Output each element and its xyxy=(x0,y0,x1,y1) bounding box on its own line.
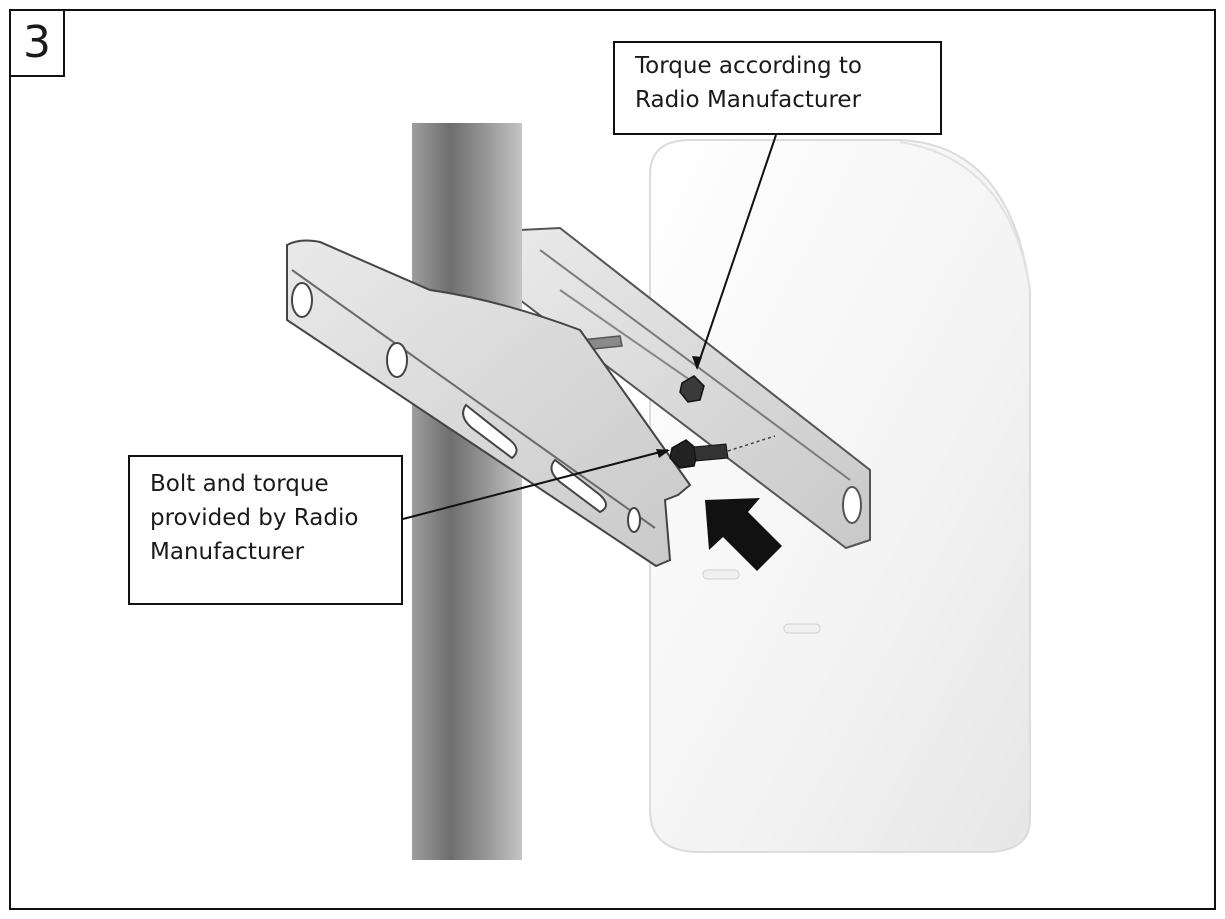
bolt-callout-line-2: provided by Radio xyxy=(150,505,359,531)
pole xyxy=(412,123,522,860)
torque-callout-line-2: Radio Manufacturer xyxy=(635,87,862,113)
torque-callout: Torque according to Radio Manufacturer xyxy=(613,41,942,135)
loose-bolt xyxy=(669,435,776,469)
front-bracket-arm xyxy=(286,239,692,568)
step-number: 3 xyxy=(9,9,65,77)
bolt-callout-line-3: Manufacturer xyxy=(150,539,305,565)
torque-callout-line-1: Torque according to xyxy=(635,53,862,79)
mounted-bolt xyxy=(679,375,705,403)
bolt-callout: Bolt and torque provided by Radio Manufa… xyxy=(128,455,403,605)
step-frame xyxy=(9,9,1216,910)
bolt-leader-line xyxy=(402,449,669,520)
arrow-up-left-icon xyxy=(705,498,782,571)
torque-leader-line xyxy=(696,134,777,369)
bolt-callout-line-1: Bolt and torque xyxy=(150,471,329,497)
